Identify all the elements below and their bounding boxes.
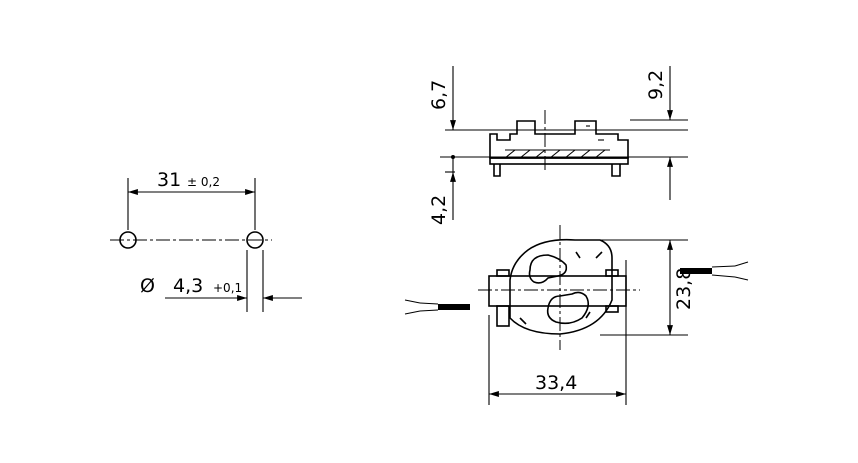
top-view: 23,8 33,4 <box>404 225 749 405</box>
holder-top-body <box>478 225 640 350</box>
pin-slot-lower <box>546 291 590 325</box>
pitch-value: 31 <box>157 169 181 191</box>
holder-side-body <box>489 110 629 177</box>
wire-left <box>404 299 470 315</box>
height-top-value: 6,7 <box>428 80 450 110</box>
hole-left <box>119 231 137 249</box>
diameter-value: 4,3 <box>173 275 203 297</box>
diameter-symbol: Ø <box>140 275 155 297</box>
height-bottom-value: 4,2 <box>428 195 450 225</box>
wire-right <box>680 261 749 281</box>
pitch-tolerance: ± 0,2 <box>187 175 220 189</box>
pin-slot-upper <box>528 254 568 284</box>
side-view: 6,7 4,2 9,2 <box>428 66 688 225</box>
depth-value: 23,8 <box>673 268 695 310</box>
height-total-value: 9,2 <box>645 70 667 100</box>
width-value: 33,4 <box>535 372 577 394</box>
hole-pattern-view: 31 ± 0,2 Ø 4,3 +0,1 <box>110 169 302 312</box>
diameter-tolerance: +0,1 <box>213 281 242 295</box>
hole-right <box>246 231 264 249</box>
